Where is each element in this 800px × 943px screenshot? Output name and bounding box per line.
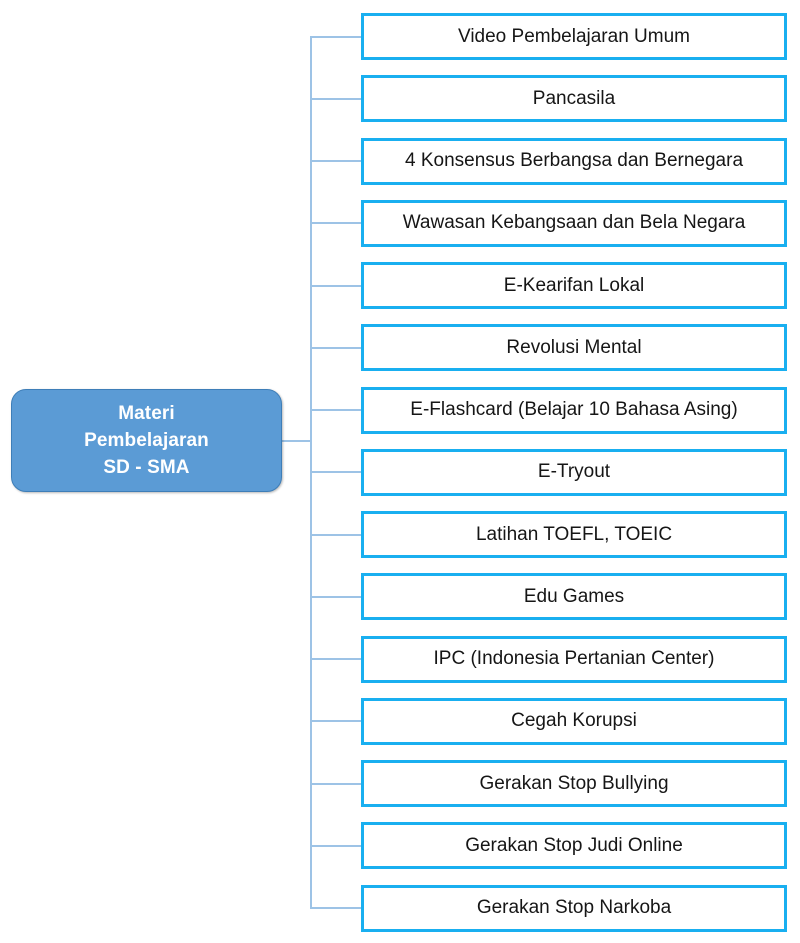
connector-stub: [310, 844, 361, 847]
leaf-node[interactable]: Gerakan Stop Narkoba: [361, 884, 787, 932]
leaf-node[interactable]: E-Kearifan Lokal: [361, 262, 787, 309]
leaf-node-label: E-Kearifan Lokal: [503, 274, 645, 296]
leaf-node-label: 4 Konsensus Berbangsa dan Bernegara: [404, 150, 744, 171]
leaf-node-label: IPC (Indonesia Pertanian Center): [433, 648, 715, 669]
root-connector: [282, 440, 312, 442]
leaf-node[interactable]: Wawasan Kebangsaan dan Bela Negara: [361, 199, 787, 247]
leaf-node[interactable]: IPC (Indonesia Pertanian Center): [361, 635, 787, 683]
connector-stub: [310, 284, 361, 287]
leaf-node-label: Gerakan Stop Bullying: [479, 772, 669, 794]
connector-stub: [310, 97, 361, 100]
leaf-node[interactable]: Edu Games: [361, 573, 787, 621]
leaf-node-label: Revolusi Mental: [506, 336, 642, 358]
leaf-node[interactable]: Video Pembelajaran Umum: [361, 13, 787, 60]
leaf-node[interactable]: Pancasila: [361, 75, 787, 123]
connector-stub: [310, 346, 361, 349]
leaf-node-label: Cegah Korupsi: [511, 710, 637, 732]
root-node[interactable]: Materi Pembelajaran SD - SMA: [11, 389, 282, 492]
leaf-node-label: Edu Games: [523, 585, 625, 607]
connector-stub: [310, 471, 361, 474]
connector-stub: [310, 595, 361, 598]
leaf-node-label: Gerakan Stop Narkoba: [476, 897, 672, 918]
leaf-node[interactable]: E-Tryout: [361, 448, 787, 496]
leaf-node[interactable]: Gerakan Stop Judi Online: [361, 822, 787, 870]
leaf-node-label: Pancasila: [532, 87, 616, 109]
connector-stub: [310, 409, 361, 411]
leaf-node[interactable]: Cegah Korupsi: [361, 697, 787, 745]
leaf-node-label: Wawasan Kebangsaan dan Bela Negara: [402, 212, 746, 234]
connector-stub: [310, 533, 361, 536]
leaf-node[interactable]: Gerakan Stop Bullying: [361, 760, 787, 807]
leaf-node-label: E-Flashcard (Belajar 10 Bahasa Asing): [410, 399, 738, 420]
leaf-node-label: Video Pembelajaran Umum: [458, 25, 690, 47]
connector-stub: [310, 782, 361, 785]
leaf-node[interactable]: Latihan TOEFL, TOEIC: [361, 511, 787, 558]
leaf-node[interactable]: Revolusi Mental: [361, 324, 787, 372]
leaf-node[interactable]: E-Flashcard (Belajar 10 Bahasa Asing): [361, 386, 787, 434]
leaf-node-label: Gerakan Stop Judi Online: [465, 834, 683, 856]
connector-stub: [310, 720, 361, 723]
connector-stub: [310, 658, 361, 660]
connector-stub: [310, 222, 361, 225]
connector-stub: [310, 907, 361, 909]
leaf-node-label: E-Tryout: [537, 461, 611, 483]
connector-stub: [310, 35, 361, 38]
connector-stub: [310, 160, 361, 162]
root-node-label: Materi Pembelajaran SD - SMA: [84, 403, 209, 478]
leaf-node[interactable]: 4 Konsensus Berbangsa dan Bernegara: [361, 137, 787, 185]
connector-trunk: [310, 35, 312, 909]
leaf-node-label: Latihan TOEFL, TOEIC: [475, 523, 673, 545]
